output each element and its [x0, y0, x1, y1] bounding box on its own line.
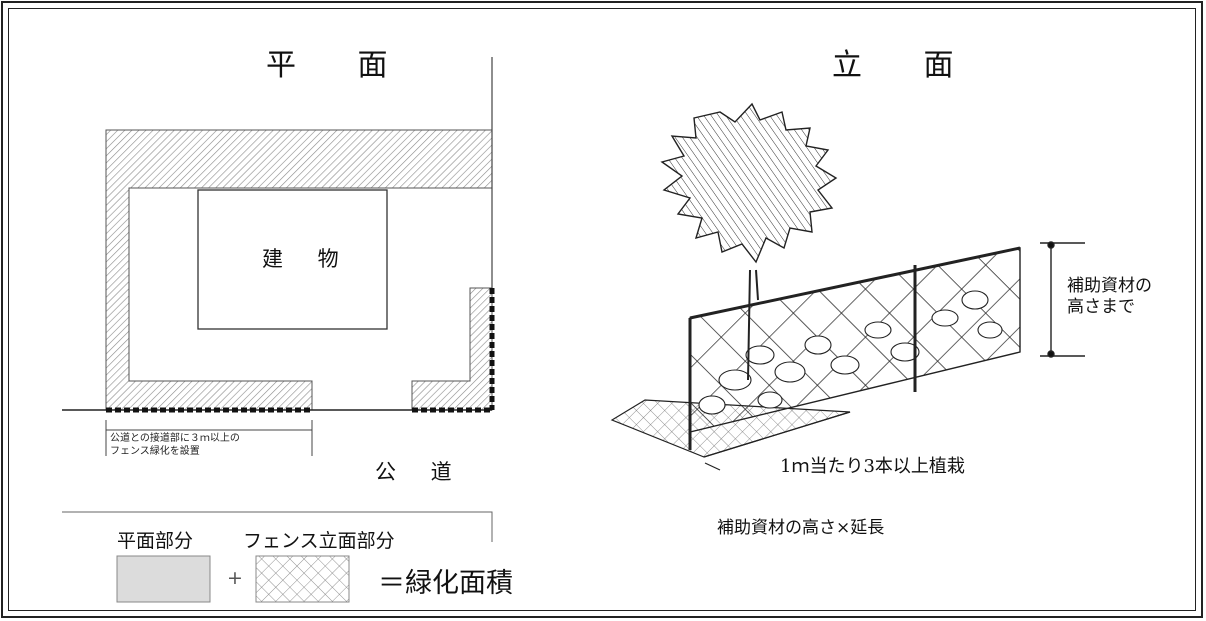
legend-result: ＝緑化面積 [378, 568, 513, 599]
legend [62, 511, 493, 603]
height-note-line-1: 補助資材の [1067, 276, 1152, 296]
height-dimension [1040, 241, 1085, 358]
elevation-title: 立 面 [832, 48, 980, 83]
plan-diagram [62, 57, 495, 456]
height-note-line-2: 高さまで [1067, 297, 1135, 317]
legend-plane-label: 平面部分 [117, 530, 194, 552]
fence-top-rail [689, 246, 1021, 320]
tree-canopy [660, 102, 838, 264]
planting-leader-1 [703, 411, 851, 458]
building-label: 建 物 [262, 247, 353, 271]
plan-note: 公道との接道部に３ｍ以上の フェンス緑化を設置 [110, 432, 240, 458]
planting-note: 1ｍ当たり3本以上植栽 [780, 456, 965, 477]
plan-title: 平 面 [266, 48, 414, 83]
elevation-formula: 補助資材の高さ×延長 [717, 518, 885, 538]
plan-note-line-1: 公道との接道部に３ｍ以上の [110, 433, 240, 444]
legend-plane-swatch [116, 555, 211, 603]
planting-leader-2 [704, 462, 721, 471]
fence-panel [689, 247, 1021, 433]
tree-trunk [747, 269, 759, 381]
legend-plus: + [227, 567, 243, 589]
vine-foliage [698, 290, 1003, 415]
legend-fence-swatch [255, 555, 350, 603]
elevation-diagram [610, 102, 1085, 471]
plan-green-area-corner [411, 287, 493, 411]
height-note: 補助資材の 高さまで [1067, 276, 1152, 318]
note-bracket [105, 420, 313, 456]
legend-fence-label: フェンス立面部分 [243, 530, 395, 552]
inner-frame [8, 8, 1196, 611]
plan-note-line-2: フェンス緑化を設置 [110, 446, 200, 457]
road-label: 公 道 [375, 460, 466, 484]
legend-divider [62, 511, 493, 542]
building [197, 189, 388, 330]
